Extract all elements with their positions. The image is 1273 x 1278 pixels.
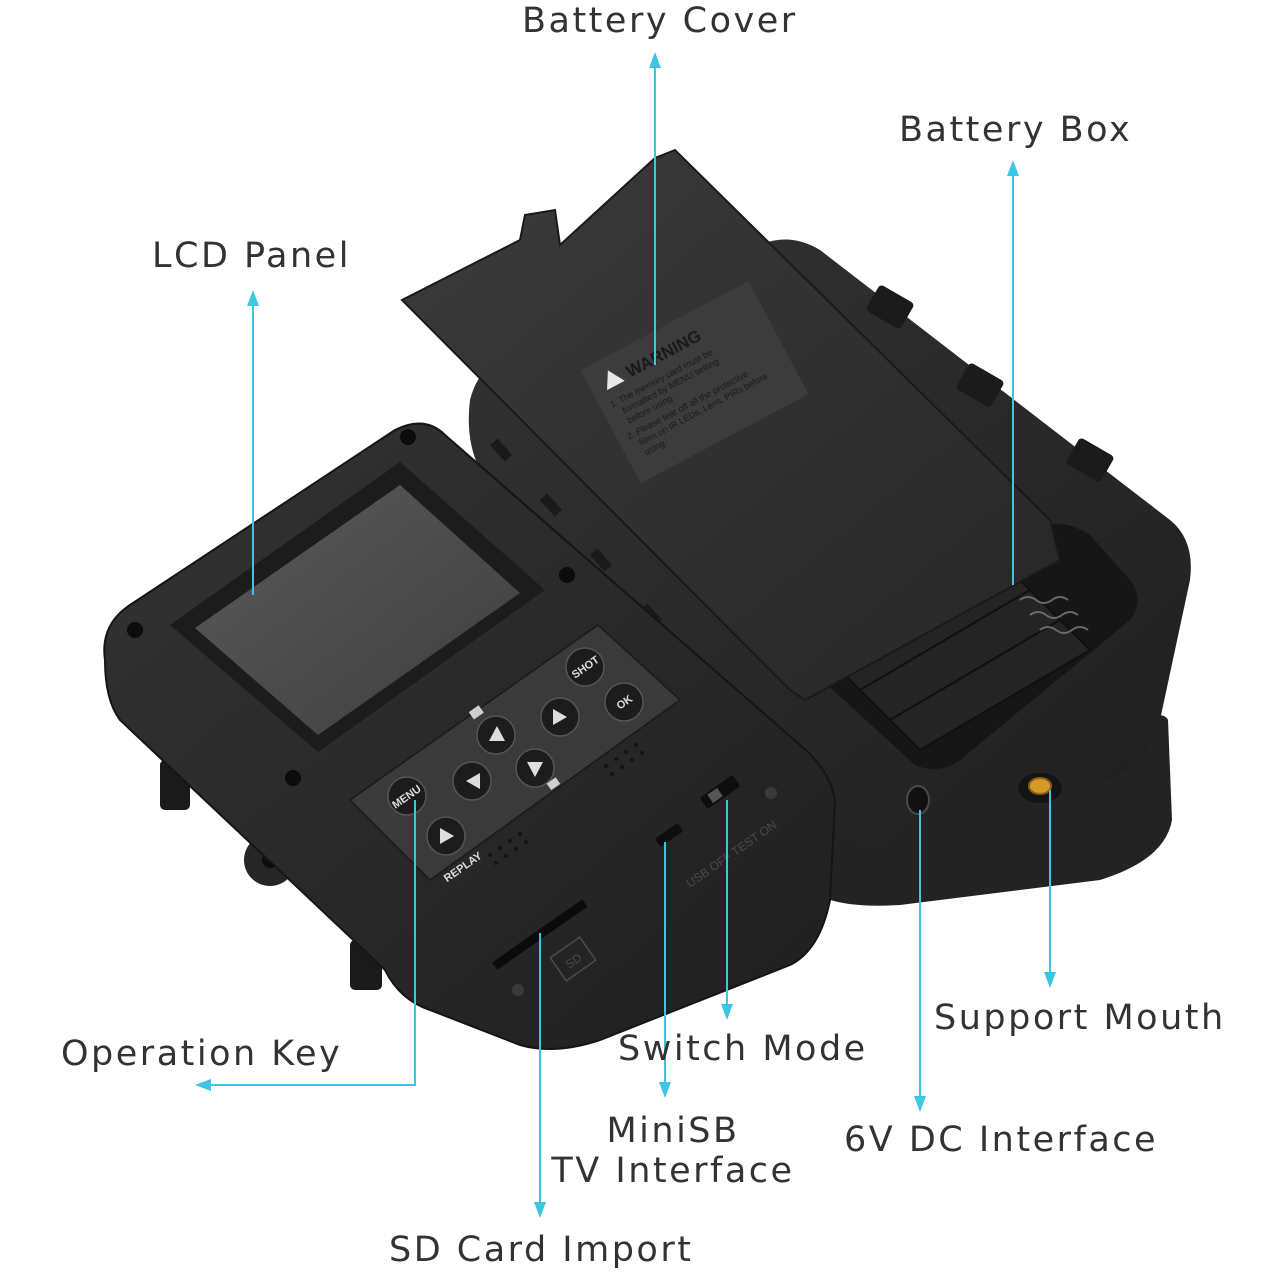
right-arrow-icon: [553, 709, 567, 725]
arrow-battery-cover: [649, 52, 661, 68]
rear-latch-3: [1066, 438, 1114, 482]
down-key[interactable]: [515, 748, 561, 791]
label-support-mouth: Support Mouth: [934, 998, 1226, 1038]
arrow-switch-mode: [721, 1004, 733, 1020]
arrow-support-mouth: [1044, 972, 1056, 988]
label-dc-interface: 6V DC Interface: [844, 1120, 1159, 1160]
arrow-battery-box: [1007, 160, 1019, 176]
keypad-panel: [348, 624, 682, 881]
keypad-keys: MENU REPLAY: [387, 647, 644, 885]
rear-latch-1: [866, 285, 914, 329]
leader-operation-key: [205, 800, 416, 1086]
label-lcd-panel: LCD Panel: [152, 236, 351, 276]
label-minisb-line1: MiniSB: [606, 1111, 740, 1151]
label-minisb-line2: TV Interface: [551, 1151, 795, 1191]
lcd-screen: [195, 485, 520, 735]
left-key[interactable]: [452, 761, 492, 801]
arrow-minisb: [659, 1082, 671, 1098]
dc-jack: [906, 785, 930, 815]
play-icon: [440, 828, 454, 844]
label-operation-key: Operation Key: [61, 1034, 343, 1074]
up-key[interactable]: [468, 705, 516, 755]
rear-latch-2: [956, 363, 1004, 407]
right-key[interactable]: [540, 697, 580, 737]
speaker-grille-2: [604, 743, 644, 776]
down-arrow-icon: [527, 762, 543, 777]
mode-switch-knob[interactable]: [707, 787, 723, 803]
mini-usb-port: [655, 823, 683, 847]
arrow-sd-card: [534, 1202, 546, 1218]
arrow-operation-key: [195, 1079, 211, 1091]
label-sd-card-import: SD Card Import: [389, 1230, 694, 1270]
leader-lines: [195, 52, 1056, 1218]
label-battery-box: Battery Box: [899, 110, 1133, 150]
front-screws: [127, 429, 777, 996]
battery-cover: WARNING 1. The memory card must be forma…: [400, 148, 1062, 722]
arrow-dc-interface: [914, 1096, 926, 1112]
left-arrow-icon: [466, 773, 480, 789]
video-mode-icon: [468, 705, 484, 720]
warning-sticker: WARNING 1. The memory card must be forma…: [580, 281, 809, 484]
shot-key[interactable]: SHOT: [565, 647, 605, 687]
sd-card-logo-box: [549, 936, 597, 982]
ok-key[interactable]: OK: [604, 682, 644, 722]
warning-triangle-icon: [607, 370, 625, 391]
warning-sticker-bg: [580, 281, 809, 484]
tripod-socket: [1028, 777, 1052, 795]
up-arrow-icon: [489, 726, 505, 741]
front-unit: MENU REPLAY: [103, 422, 837, 1050]
speaker-grille-1: [488, 832, 528, 865]
label-switch-mode: Switch Mode: [618, 1029, 868, 1069]
menu-key[interactable]: MENU: [387, 776, 427, 816]
arrow-lcd-panel: [247, 290, 259, 306]
battery-springs: [1019, 596, 1089, 634]
camera-mode-icon: [546, 777, 561, 791]
label-battery-cover: Battery Cover: [522, 1, 798, 41]
